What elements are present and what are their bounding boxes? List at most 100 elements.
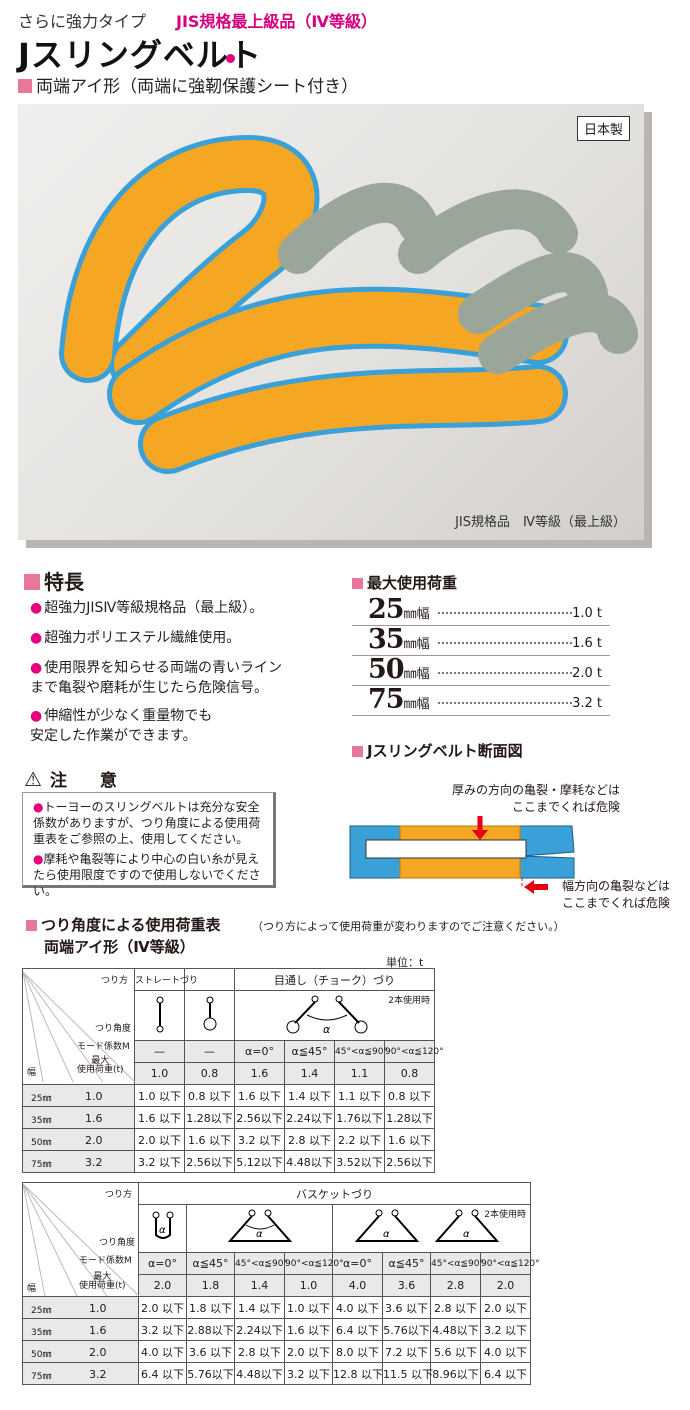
load-table-heading: つり角度による使用荷重表 [26,914,221,935]
product-photo: 日本製 JIS規格品 Ⅳ等級（最上級） [18,104,644,540]
table-cell: 2.8 以下 [234,1340,285,1363]
mode-cell: 0.8 [384,1062,435,1085]
table-cell: 45°<α≦90° [430,1252,484,1275]
table-cell: 45°<α≦90° [234,1252,288,1275]
table-cell: 4.0 以下 [480,1340,531,1363]
table-cell: 3.2 以下 [234,1128,285,1151]
basket-header: バスケットづり [138,1182,531,1205]
table-cell: 6.4 以下 [480,1362,531,1385]
table-cell: 7.2 以下 [382,1340,431,1363]
table-cell: 2.0 以下 [480,1296,531,1319]
made-in-japan-badge: 日本製 [576,116,630,141]
table-cell: α=0° [332,1252,383,1275]
subtitle: 両端アイ形（両端に強靭保護シート付き） [18,72,358,97]
table-cell: 90°<α≦120° [284,1252,344,1275]
mode-cell: 1.4 [284,1062,335,1085]
unit-label: 単位：t [386,956,424,969]
table-cell: 1.0 以下 [134,1084,185,1107]
table-cell: 1.4 以下 [234,1296,285,1319]
cross-section-diagram [349,816,575,888]
table-cell: 5.76以下 [186,1362,235,1385]
table-cell: 4.0 以下 [138,1340,187,1363]
table-cell: 5.6 以下 [430,1340,481,1363]
table-cell: 2.0 以下 [134,1128,185,1151]
mode-cell: 0.8 [184,1062,235,1085]
table-cell: 1.4 以下 [284,1084,335,1107]
straight-header: ストレートづり [134,968,198,991]
angle-cell: α≦45° [284,1040,335,1063]
tagline: さらに強力タイプ [18,12,147,31]
table-cell: 4.0 以下 [332,1296,383,1319]
table-cell: 90°<α≦120° [480,1252,540,1275]
two-leg-choke-icon: α [286,995,368,1036]
table-cell: 2.8 以下 [430,1296,481,1319]
table-cell: α≦45° [186,1252,235,1275]
thickness-danger-label: 厚みの方向の亀裂・摩耗などは ここまでくれば危険 [451,783,620,814]
angle-cell: 90°<α≦120° [384,1040,444,1063]
caution-item: ●摩耗や亀裂等により中心の白い糸が見え たら使用限度ですので使用しないでください… [33,852,261,898]
table-cell: 1.8 [186,1274,235,1297]
svg-text:α: α [159,1225,166,1236]
table-cell: 8.0 以下 [332,1340,383,1363]
table-cell-blank [134,990,185,1041]
svg-text:α: α [256,1229,263,1240]
choke-load-table: つり方 つり角度 モード係数M 最大 使用荷重(t) 幅 ストレートづり 目通し… [22,968,444,1173]
choke-hitch-icon [203,996,216,1031]
basket-angle-icon: α [227,1209,292,1242]
basket-hitch-icon: α [152,1211,173,1239]
feature-item: ●超強力JISⅣ等級規格品（最上級）。 [30,600,264,616]
table-cell: 2.8 [430,1274,481,1297]
table-cell: 2.0 [480,1274,531,1297]
angle-cell: α=0° [234,1040,285,1063]
table-cell: 12.8 以下 [332,1362,383,1385]
max-load-heading: 最大使用荷重 [352,572,457,593]
width-danger-label: 幅方向の亀裂などは ここまでくれば危険 [561,879,670,910]
feature-item: ●使用限界を知らせる両端の青いライン まで亀裂や磨耗が生じたら危険信号。 [30,660,282,696]
table-cell: 2.8 以下 [284,1128,335,1151]
caution-heading: ⚠注 意 [24,767,125,791]
table-cell: 0.8 以下 [384,1084,435,1107]
table-cell: 1.6 以下 [234,1084,285,1107]
table-corner: つり方 つり角度 モード係数M 最大 使用荷重(t) 幅 [22,968,135,1085]
table-corner: つり方 つり角度 モード係数M 最大 使用荷重(t) 幅 [22,1182,139,1297]
table-cell: 3.2 以下 [284,1362,333,1385]
table-cell: 2.0 以下 [138,1296,187,1319]
table-cell: 3.6 以下 [186,1340,235,1363]
table-cell: 1.1 以下 [334,1084,385,1107]
table-cell: 2.56以下 [184,1150,235,1173]
photo-caption: JIS規格品 Ⅳ等級（最上級） [455,515,626,530]
jis-grade-tag: JIS規格最上級品（Ⅳ等級） [176,12,378,31]
table-cell: 3.2 以下 [138,1318,187,1341]
red-arrow-icon [524,880,548,894]
table-cell: 2.56以下 [384,1150,435,1173]
table-cell: 4.48以下 [284,1150,335,1173]
table-cell: 4.48以下 [234,1362,285,1385]
table-cell: 2.88以下 [186,1318,235,1341]
table-cell: 0.8 以下 [184,1084,235,1107]
table-cell-blank: α [186,1204,333,1253]
table-cell: 3.2 以下 [134,1150,185,1173]
table-cell: 2.0 [138,1274,187,1297]
table-cell: 5.12以下 [234,1150,285,1173]
table-cell: 3.2 以下 [480,1318,531,1341]
svg-text:α: α [463,1229,470,1240]
table-cell: 2.24以下 [284,1106,335,1129]
table-cell: 3.6 以下 [382,1296,431,1319]
table-cell: α≦45° [382,1252,431,1275]
warning-icon: ⚠ [24,767,42,791]
table-cell: 2.24以下 [234,1318,285,1341]
angle-cell: 45°<α≦90° [334,1040,388,1063]
table-cell: α=0° [138,1252,187,1275]
table-cell: 1.4 [234,1274,285,1297]
table-cell-blank [184,990,235,1041]
svg-text:α: α [323,1023,331,1036]
